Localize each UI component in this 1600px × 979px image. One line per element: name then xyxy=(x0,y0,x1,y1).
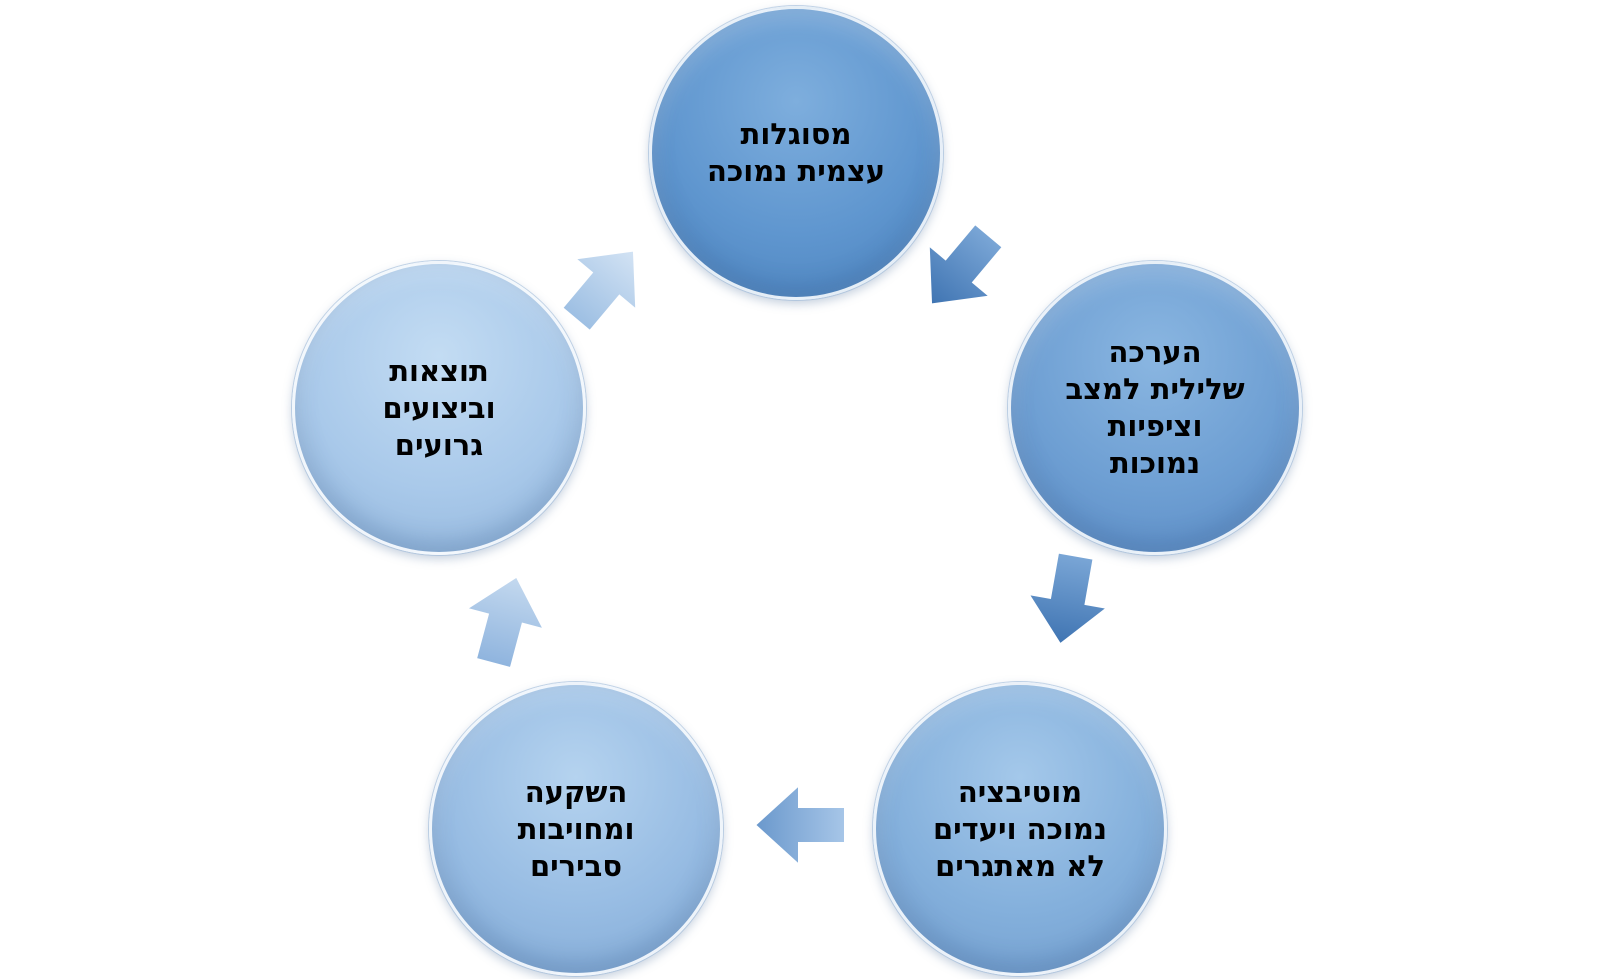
node-line: נמוכה ויעדים xyxy=(932,811,1108,846)
node-line: גרועים xyxy=(394,427,484,462)
node-line: מוטיבציה xyxy=(957,774,1083,809)
node-line: לא מאתגרים xyxy=(935,848,1105,883)
cycle-arrow-4-to-5 xyxy=(455,566,556,674)
node-line: וביצועים xyxy=(382,390,496,425)
cycle-node-investment: השקעה ומחויבות סבירים xyxy=(429,682,723,976)
node-label: הערכה שלילית למצב וציפיות נמוכות xyxy=(1043,334,1268,482)
node-line: הערכה xyxy=(1108,335,1202,369)
node-line: מסוגלות xyxy=(740,117,852,151)
node-line: ומחויבות xyxy=(517,811,635,846)
node-label: מוטיבציה נמוכה ויעדים לא מאתגרים xyxy=(908,774,1133,885)
node-line: נמוכות xyxy=(1109,446,1201,480)
node-line: תוצאות xyxy=(389,353,489,388)
cycle-node-low-motivation: מוטיבציה נמוכה ויעדים לא מאתגרים xyxy=(873,682,1167,976)
node-label: השקעה ומחויבות סבירים xyxy=(464,774,689,885)
cycle-arrow-1-to-2 xyxy=(900,210,1019,330)
node-line: שלילית למצב xyxy=(1065,372,1245,406)
node-line: וציפיות xyxy=(1107,409,1203,443)
cycle-node-poor-results: תוצאות וביצועים גרועים xyxy=(292,261,586,555)
cycle-arrow-5-to-1 xyxy=(545,225,664,345)
cycle-node-self-efficacy: מסוגלות עצמית נמוכה xyxy=(649,6,943,300)
cycle-arrow-2-to-3 xyxy=(1021,549,1115,652)
node-label: מסוגלות עצמית נמוכה xyxy=(684,116,909,190)
node-line: עצמית נמוכה xyxy=(706,154,886,188)
node-label: תוצאות וביצועים גרועים xyxy=(327,353,552,464)
cycle-node-negative-assessment: הערכה שלילית למצב וציפיות נמוכות xyxy=(1008,261,1302,555)
cycle-arrow-3-to-4 xyxy=(753,782,846,868)
node-line: סבירים xyxy=(529,848,623,883)
node-line: השקעה xyxy=(524,774,628,809)
